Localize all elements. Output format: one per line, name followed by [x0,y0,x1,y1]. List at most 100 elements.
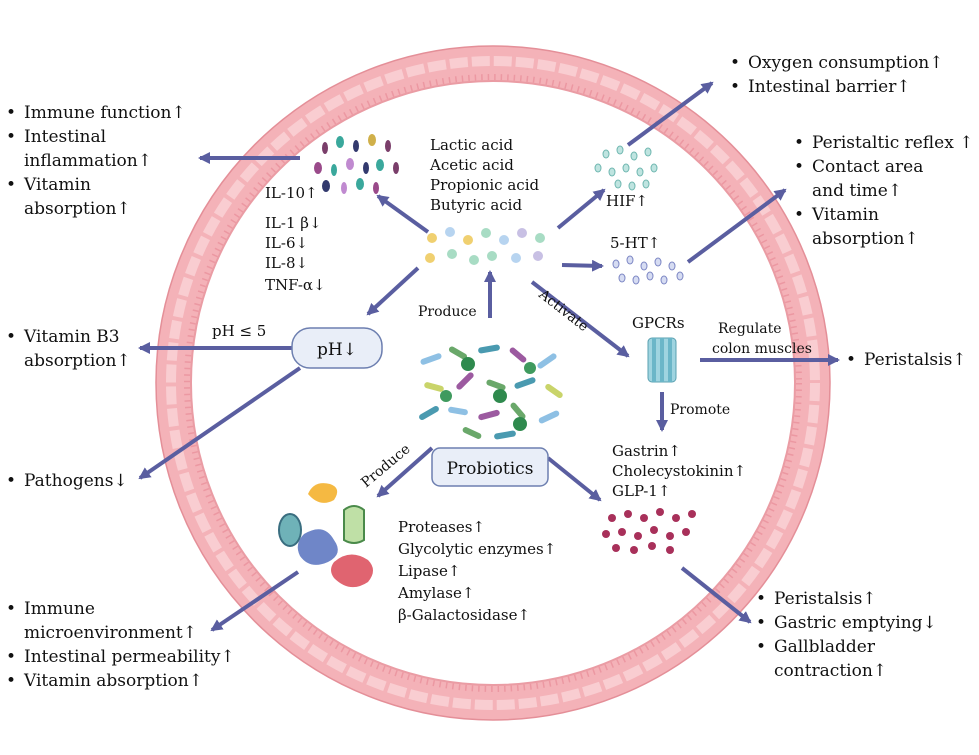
svg-text:•: • [6,103,16,123]
arrow-probiotics-to-hormones [546,456,602,502]
enzyme-list: Proteases↑ Glycolytic enzymes↑ Lipase↑ A… [397,518,556,624]
acid-item: Acetic acid [429,156,514,174]
enzyme-effect: Immune [24,599,95,619]
produce-label-top: Produce [418,304,477,320]
cytokine-item: IL-6↓ [265,234,308,252]
arrow-acids-to-cytokines [376,194,430,234]
hormone-item: Gastrin↑ [612,442,681,460]
oxygen-effects-list: • Oxygen consumption↑ • Intestinal barri… [730,53,944,97]
acid-item: Lactic acid [430,136,513,154]
svg-text:•: • [794,205,804,225]
serotonin-effect: absorption↑ [812,229,919,249]
arrow-hormones-to-effects [680,566,752,624]
hif-particles [594,145,658,191]
immune-effect: Intestinal [24,127,106,147]
svg-text:•: • [6,175,16,195]
arrow-probiotics-to-enzymes [376,446,434,498]
enzyme-item: Glycolytic enzymes↑ [398,540,556,558]
gpcr-receptor-icon [647,337,677,383]
arrow-enzymes-to-immune [210,570,300,632]
peristalsis-effect: • Peristalsis↑ [846,350,967,370]
acid-particles [425,227,545,265]
hormone-effect: Peristalsis↑ [774,589,877,609]
hormone-particles [602,508,696,554]
cytokine-item: TNF-α↓ [265,276,326,294]
svg-text:•: • [846,350,856,370]
svg-text:colon muscles: colon muscles [712,341,812,357]
svg-text:•: • [794,133,804,153]
hormone-list: Gastrin↑ Cholecystokinin↑ GLP-1↑ [612,442,746,500]
svg-text:•: • [6,127,16,147]
serotonin-effect: and time↑ [812,181,902,201]
immune-effect: Vitamin [23,175,91,195]
cytokine-item: IL-10↑ [265,184,318,202]
oxygen-effect: Oxygen consumption↑ [748,53,944,73]
oxygen-effect: Intestinal barrier↑ [748,77,911,97]
serotonin-particles [612,255,684,285]
immune-effects-list: • Immune function↑ • Intestinal inflamma… [6,103,186,219]
enzyme-effect: Vitamin absorption↑ [23,671,203,691]
svg-text:•: • [756,589,766,609]
svg-text:•: • [6,327,16,347]
promote-label: Promote [670,402,730,418]
serotonin-effect: Contact area [812,157,923,177]
enzyme-item: Amylase↑ [397,584,474,602]
hormone-effect: Gastric emptying↓ [774,613,937,633]
svg-text:Vitamin B3: Vitamin B3 [23,327,120,347]
acids-list: Lactic acid Acetic acid Propionic acid B… [429,136,539,214]
svg-text:•: • [794,157,804,177]
enzyme-item: Proteases↑ [398,518,485,536]
immune-effect: inflammation↑ [24,151,152,171]
probiotics-box: Probiotics [431,447,549,487]
svg-text:•: • [6,671,16,691]
bacteria-cluster [419,344,563,440]
probiotics-label: Probiotics [447,459,534,479]
svg-text:•: • [730,53,740,73]
hormone-effect: contraction↑ [774,661,887,681]
enzyme-effect: Intestinal permeability↑ [24,647,235,667]
svg-text:•: • [6,471,16,491]
vitamin-b3-effect: • Vitamin B3 absorption↑ [6,327,131,371]
hormone-item: GLP-1↑ [612,482,670,500]
serotonin-effects-list: • Peristaltic reflex ↑ • Contact area an… [794,133,973,249]
cytokine-cluster [314,134,399,194]
regulate-label: Regulate colon muscles [712,321,812,357]
ph-label: pH↓ [317,340,357,360]
enzyme-effect: microenvironment↑ [24,623,197,643]
arrows [138,81,840,632]
acid-item: Propionic acid [430,176,539,194]
enzyme-item: β-Galactosidase↑ [398,606,530,624]
immune-effect: absorption↑ [24,199,131,219]
cytokine-item: IL-8↓ [265,254,308,272]
svg-text:•: • [756,637,766,657]
hormone-item: Cholecystokinin↑ [612,462,746,480]
immune-effect: Immune function↑ [24,103,186,123]
pathogens-effect: • Pathogens↓ [6,471,128,491]
serotonin-effect: Vitamin [811,205,879,225]
arrow-activate-gpcrs [530,280,630,358]
hormone-effect: Gallbladder [774,637,876,657]
enzyme-item: Lipase↑ [398,562,460,580]
svg-text:•: • [756,613,766,633]
svg-text:•: • [730,77,740,97]
svg-text:Regulate: Regulate [718,321,782,337]
gpcr-label: GPCRs [632,314,685,332]
enzyme-effects-list: • Immune microenvironment↑ • Intestinal … [6,599,235,691]
svg-text:Peristalsis↑: Peristalsis↑ [864,350,967,370]
serotonin-label: 5-HT↑ [610,234,660,252]
arrow-hif-to-oxygen [626,81,714,147]
arrow-ph-to-pathogens [138,366,302,480]
arrow-acids-to-ph [366,266,420,316]
hormone-effects-list: • Peristalsis↑ • Gastric emptying↓ • Gal… [756,589,937,681]
svg-text:•: • [6,647,16,667]
ph-condition: pH ≤ 5 [212,322,266,340]
ph-box: pH↓ [291,327,383,369]
svg-text:•: • [6,599,16,619]
cytokine-item: IL-1 β↓ [265,214,322,232]
arrow-acids-to-5ht [561,259,604,272]
acid-item: Butyric acid [430,196,522,214]
arrow-acids-to-hif [556,188,606,230]
arrow-5ht-to-peristaltic [686,188,787,264]
